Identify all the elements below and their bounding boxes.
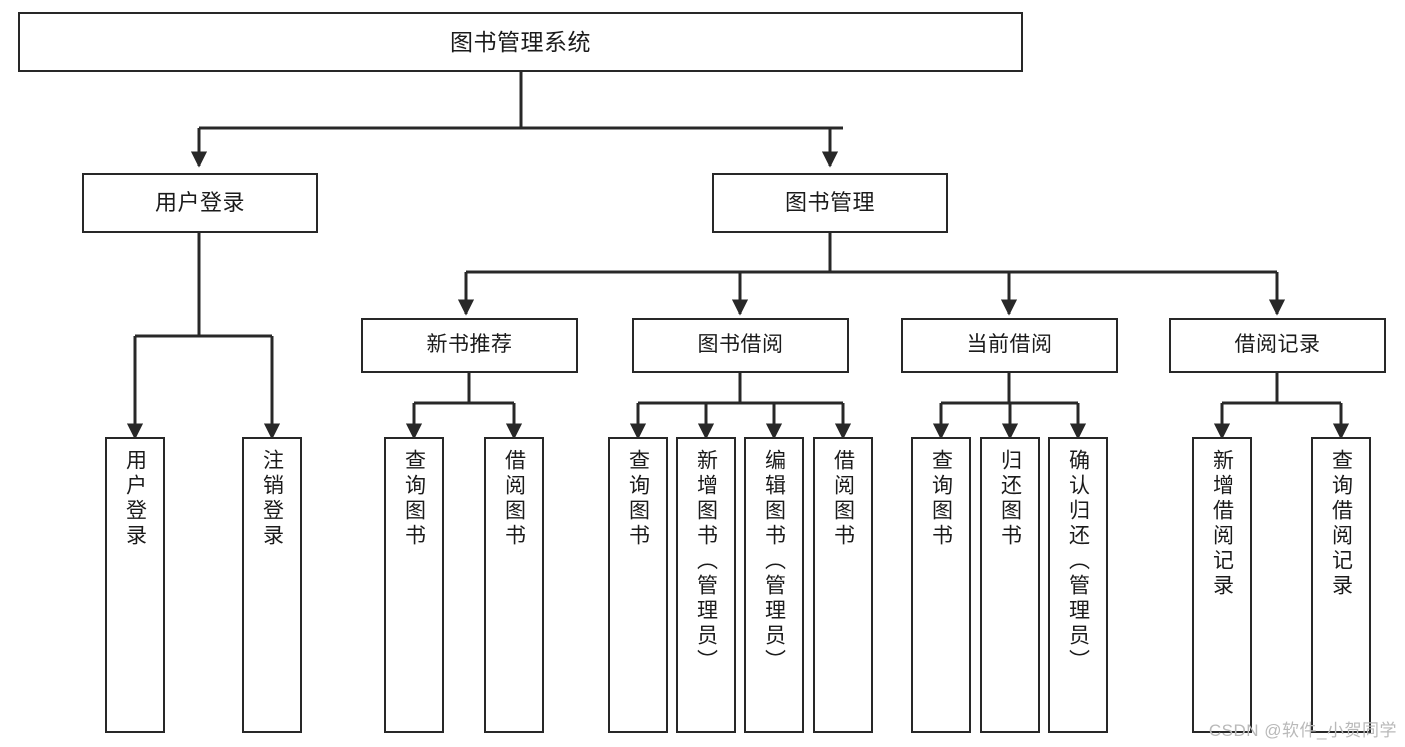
node-label: 借阅记录 xyxy=(1234,333,1321,357)
leaf-user-login-logout[interactable]: 注销登录 xyxy=(242,437,302,733)
leaf-label: 查询图书 xyxy=(929,449,953,549)
node-current-borrow[interactable]: 当前借阅 xyxy=(901,318,1118,373)
leaf-current-borrow-query-book[interactable]: 查询图书 xyxy=(911,437,971,733)
leaf-user-login-login[interactable]: 用户登录 xyxy=(105,437,165,733)
leaf-label: 确认归还（管理员） xyxy=(1066,449,1090,674)
node-label: 用户登录 xyxy=(154,190,245,216)
leaf-label: 新增借阅记录 xyxy=(1210,449,1234,599)
leaf-label: 查询图书 xyxy=(402,449,426,549)
node-book-management[interactable]: 图书管理 xyxy=(712,173,948,233)
leaf-current-borrow-confirm-return-admin[interactable]: 确认归还（管理员） xyxy=(1048,437,1108,733)
leaf-new-book-borrow-book[interactable]: 借阅图书 xyxy=(484,437,544,733)
leaf-label: 新增图书（管理员） xyxy=(694,449,718,674)
leaf-borrow-records-add-record[interactable]: 新增借阅记录 xyxy=(1192,437,1252,733)
leaf-book-borrow-edit-book-admin[interactable]: 编辑图书（管理员） xyxy=(744,437,804,733)
leaf-borrow-records-query-record[interactable]: 查询借阅记录 xyxy=(1311,437,1371,733)
leaf-label: 借阅图书 xyxy=(831,449,855,549)
node-user-login[interactable]: 用户登录 xyxy=(82,173,318,233)
leaf-book-borrow-query-book[interactable]: 查询图书 xyxy=(608,437,668,733)
node-label: 新书推荐 xyxy=(426,333,513,357)
leaf-new-book-query-book[interactable]: 查询图书 xyxy=(384,437,444,733)
leaf-label: 注销登录 xyxy=(260,449,284,549)
csdn-watermark: CSDN @软件_小贺同学 xyxy=(1208,721,1397,740)
leaf-label: 归还图书 xyxy=(998,449,1022,549)
leaf-book-borrow-add-book-admin[interactable]: 新增图书（管理员） xyxy=(676,437,736,733)
node-root-library-management-system[interactable]: 图书管理系统 xyxy=(18,12,1023,72)
leaf-current-borrow-return-book[interactable]: 归还图书 xyxy=(980,437,1040,733)
leaf-label: 借阅图书 xyxy=(502,449,526,549)
leaf-label: 编辑图书（管理员） xyxy=(762,449,786,674)
leaf-label: 用户登录 xyxy=(123,449,147,549)
node-book-borrow[interactable]: 图书借阅 xyxy=(632,318,849,373)
node-label: 当前借阅 xyxy=(966,333,1053,357)
node-label: 图书管理系统 xyxy=(450,28,591,55)
leaf-label: 查询图书 xyxy=(626,449,650,549)
node-label: 图书借阅 xyxy=(697,333,784,357)
node-label: 图书管理 xyxy=(784,190,875,216)
leaf-label: 查询借阅记录 xyxy=(1329,449,1353,599)
leaf-book-borrow-borrow-book[interactable]: 借阅图书 xyxy=(813,437,873,733)
node-borrow-records[interactable]: 借阅记录 xyxy=(1169,318,1386,373)
node-new-book-recommend[interactable]: 新书推荐 xyxy=(361,318,578,373)
